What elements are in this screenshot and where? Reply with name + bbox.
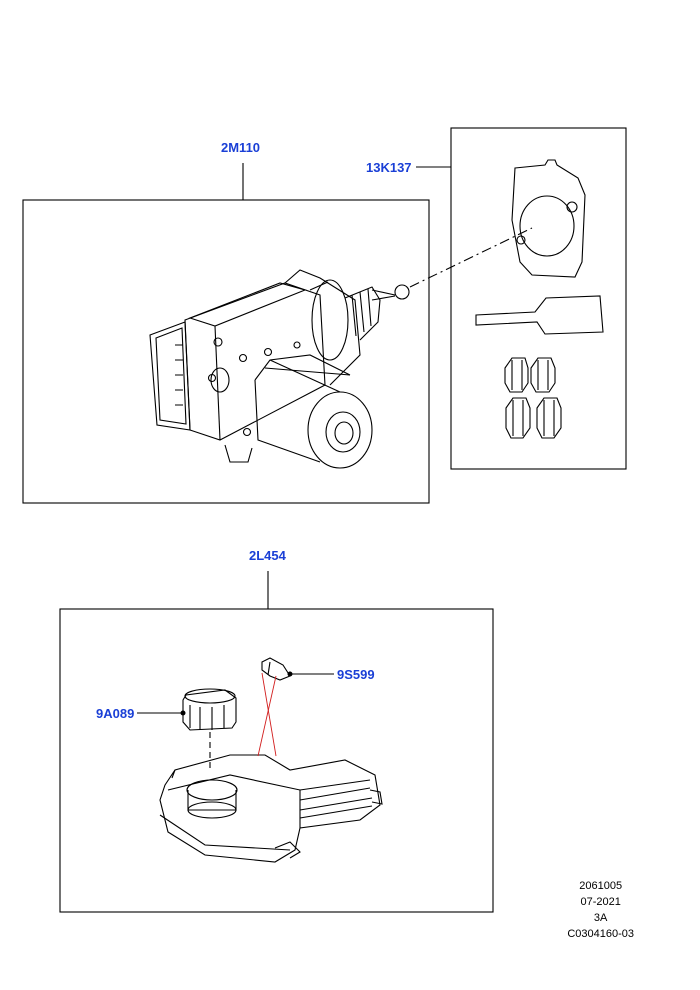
callout-brake-booster[interactable]: 2M110 [221,140,261,155]
footer-date: 07-2021 [580,896,621,908]
footer-code: 2061005 [579,880,623,892]
sensor-leader-dot [287,671,293,677]
callout-gasket-kit[interactable]: 13K137 [366,160,412,175]
footer-ref: C0304160-03 [567,928,634,940]
reservoir-drawing [159,657,383,863]
assembly-line [409,227,533,288]
booster-panel [22,199,430,504]
gasket-kit-panel [450,127,627,470]
footer-info: 2061005 07-2021 3A C0304160-03 [567,878,634,942]
callout-level-sensor[interactable]: 9S599 [337,667,375,682]
reservoir-panel [59,608,494,913]
gasket-kit-drawing [475,159,604,439]
cap-leader-dot [180,710,186,716]
callout-reservoir[interactable]: 2L454 [249,548,286,563]
footer-revision: 3A [593,912,608,924]
brake-booster-drawing [149,269,410,469]
sensor-red-leaders [257,672,277,757]
callout-reservoir-cap[interactable]: 9A089 [96,706,135,721]
